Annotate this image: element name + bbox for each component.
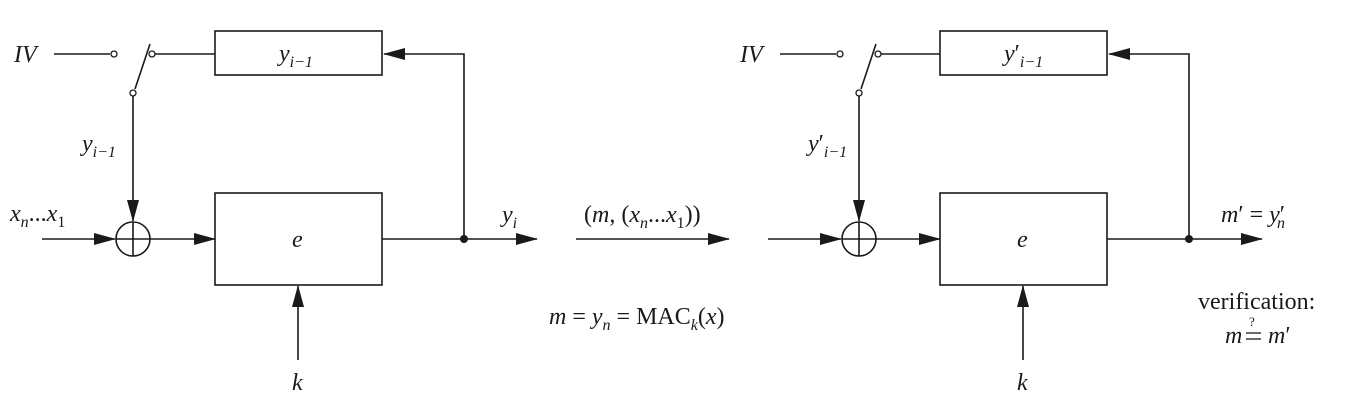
receiver-chain-label: y′i−1 — [806, 131, 847, 161]
verification-equation: m ? m′ — [1225, 314, 1291, 349]
receiver-iv-label: IV — [739, 42, 765, 68]
sender-iv-terminal — [110, 50, 118, 58]
sender-output-junction — [460, 235, 468, 243]
svg-text:m′: m′ — [1268, 323, 1291, 349]
receiver-output-junction — [1185, 235, 1193, 243]
receiver-key-label: k — [1017, 370, 1028, 396]
receiver-register-box — [939, 30, 1108, 76]
sender-chain-label: yi−1 — [80, 131, 116, 161]
sender-iv-label: IV — [13, 42, 39, 68]
mac-definition-label: m = yn = MACk(x) — [549, 304, 725, 334]
receiver-register-label: y′i−1 — [1002, 41, 1043, 71]
receiver-xor-icon — [841, 221, 877, 257]
sender-encrypt-label: e — [292, 227, 303, 253]
sender-section: IV yi−1 yi−1 xn...x1 — [9, 30, 538, 396]
receiver-encrypt-label: e — [1017, 227, 1028, 253]
sender-register-label: yi−1 — [277, 41, 313, 71]
channel-section: (m, (xn...x1)) m = yn = MACk(x) — [549, 202, 730, 334]
receiver-switch — [855, 43, 940, 97]
transmitted-message-label: (m, (xn...x1)) — [584, 202, 701, 232]
svg-text:?: ? — [1249, 314, 1255, 329]
sender-input-label: xn...x1 — [9, 201, 65, 231]
receiver-encrypt-box — [939, 192, 1108, 286]
sender-feedback-line — [383, 48, 465, 239]
receiver-feedback-line — [1108, 48, 1190, 239]
verification-title: verification: — [1198, 289, 1315, 315]
receiver-output-label: m′ = y′n — [1221, 202, 1285, 232]
receiver-iv-terminal — [836, 50, 844, 58]
sender-xor-icon — [115, 221, 151, 257]
sender-register-box — [214, 30, 383, 76]
sender-output-label: yi — [500, 202, 517, 232]
receiver-section: IV y′i−1 y′i−1 e k m′ = y — [739, 30, 1315, 396]
sender-key-label: k — [292, 370, 303, 396]
svg-text:m: m — [1225, 323, 1242, 349]
sender-switch — [129, 43, 215, 97]
